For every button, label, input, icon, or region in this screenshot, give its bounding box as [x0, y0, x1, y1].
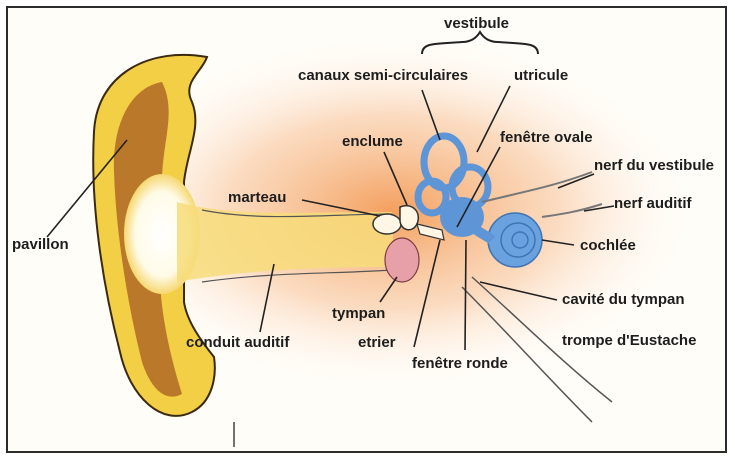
cochlea-outer	[488, 213, 542, 267]
label-cavite: cavité du tympan	[562, 291, 685, 308]
label-tympan: tympan	[332, 305, 385, 322]
label-marteau: marteau	[228, 189, 286, 206]
label-nerf-auditif: nerf auditif	[614, 195, 693, 212]
leader-fenetre-ronde	[465, 240, 466, 350]
malleus	[373, 214, 401, 234]
label-trompe: trompe d'Eustache	[562, 332, 696, 349]
label-nerf-vestibule: nerf du vestibule	[594, 157, 714, 174]
tympan-membrane	[385, 238, 419, 282]
label-fenetre-ronde: fenêtre ronde	[412, 355, 508, 372]
label-enclume: enclume	[342, 133, 403, 150]
label-fenetre-ovale: fenêtre ovale	[500, 129, 593, 146]
label-canaux: canaux semi-circulaires	[298, 67, 468, 84]
label-utricule: utricule	[514, 67, 568, 84]
ear-anatomy-diagram: vestibule canaux semi-circulaires utricu…	[8, 8, 727, 453]
label-conduit: conduit auditif	[186, 334, 290, 351]
label-pavillon: pavillon	[12, 236, 69, 253]
diagram-frame: vestibule canaux semi-circulaires utricu…	[6, 6, 727, 453]
label-etrier: etrier	[358, 334, 396, 351]
incus	[400, 206, 418, 230]
label-cochlee: cochlée	[580, 237, 636, 254]
label-vestibule: vestibule	[444, 15, 509, 32]
